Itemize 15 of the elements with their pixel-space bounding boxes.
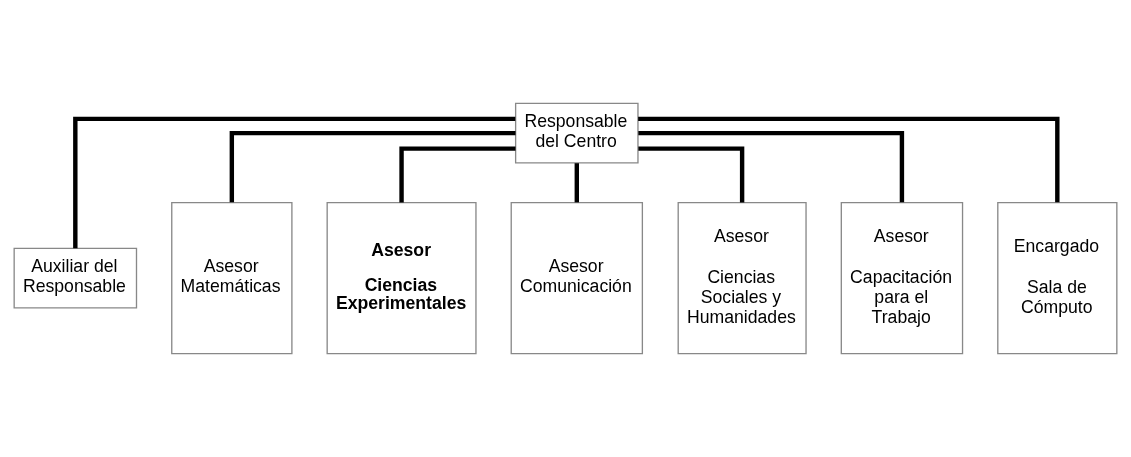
node-box: Asesor Matemáticas <box>171 201 293 355</box>
connector <box>574 163 579 203</box>
node-box: Responsable del Centro <box>514 102 639 164</box>
node-box: Auxiliar del Responsable <box>13 247 138 309</box>
connector <box>638 116 1060 203</box>
connector <box>229 130 516 203</box>
connector <box>638 130 905 203</box>
node-box: Asesor Ciencias Sociales y Humanidades <box>677 201 807 355</box>
connector <box>73 116 516 249</box>
node-box: Asesor Capacitación para el Trabajo <box>840 201 964 355</box>
connector <box>399 146 516 203</box>
node-box: Asesor Ciencias Experimentales <box>326 201 477 355</box>
node-box: Encargado Sala de Cómputo <box>997 201 1118 355</box>
node-box: Asesor Comunicación <box>510 201 644 355</box>
connector <box>638 146 745 203</box>
